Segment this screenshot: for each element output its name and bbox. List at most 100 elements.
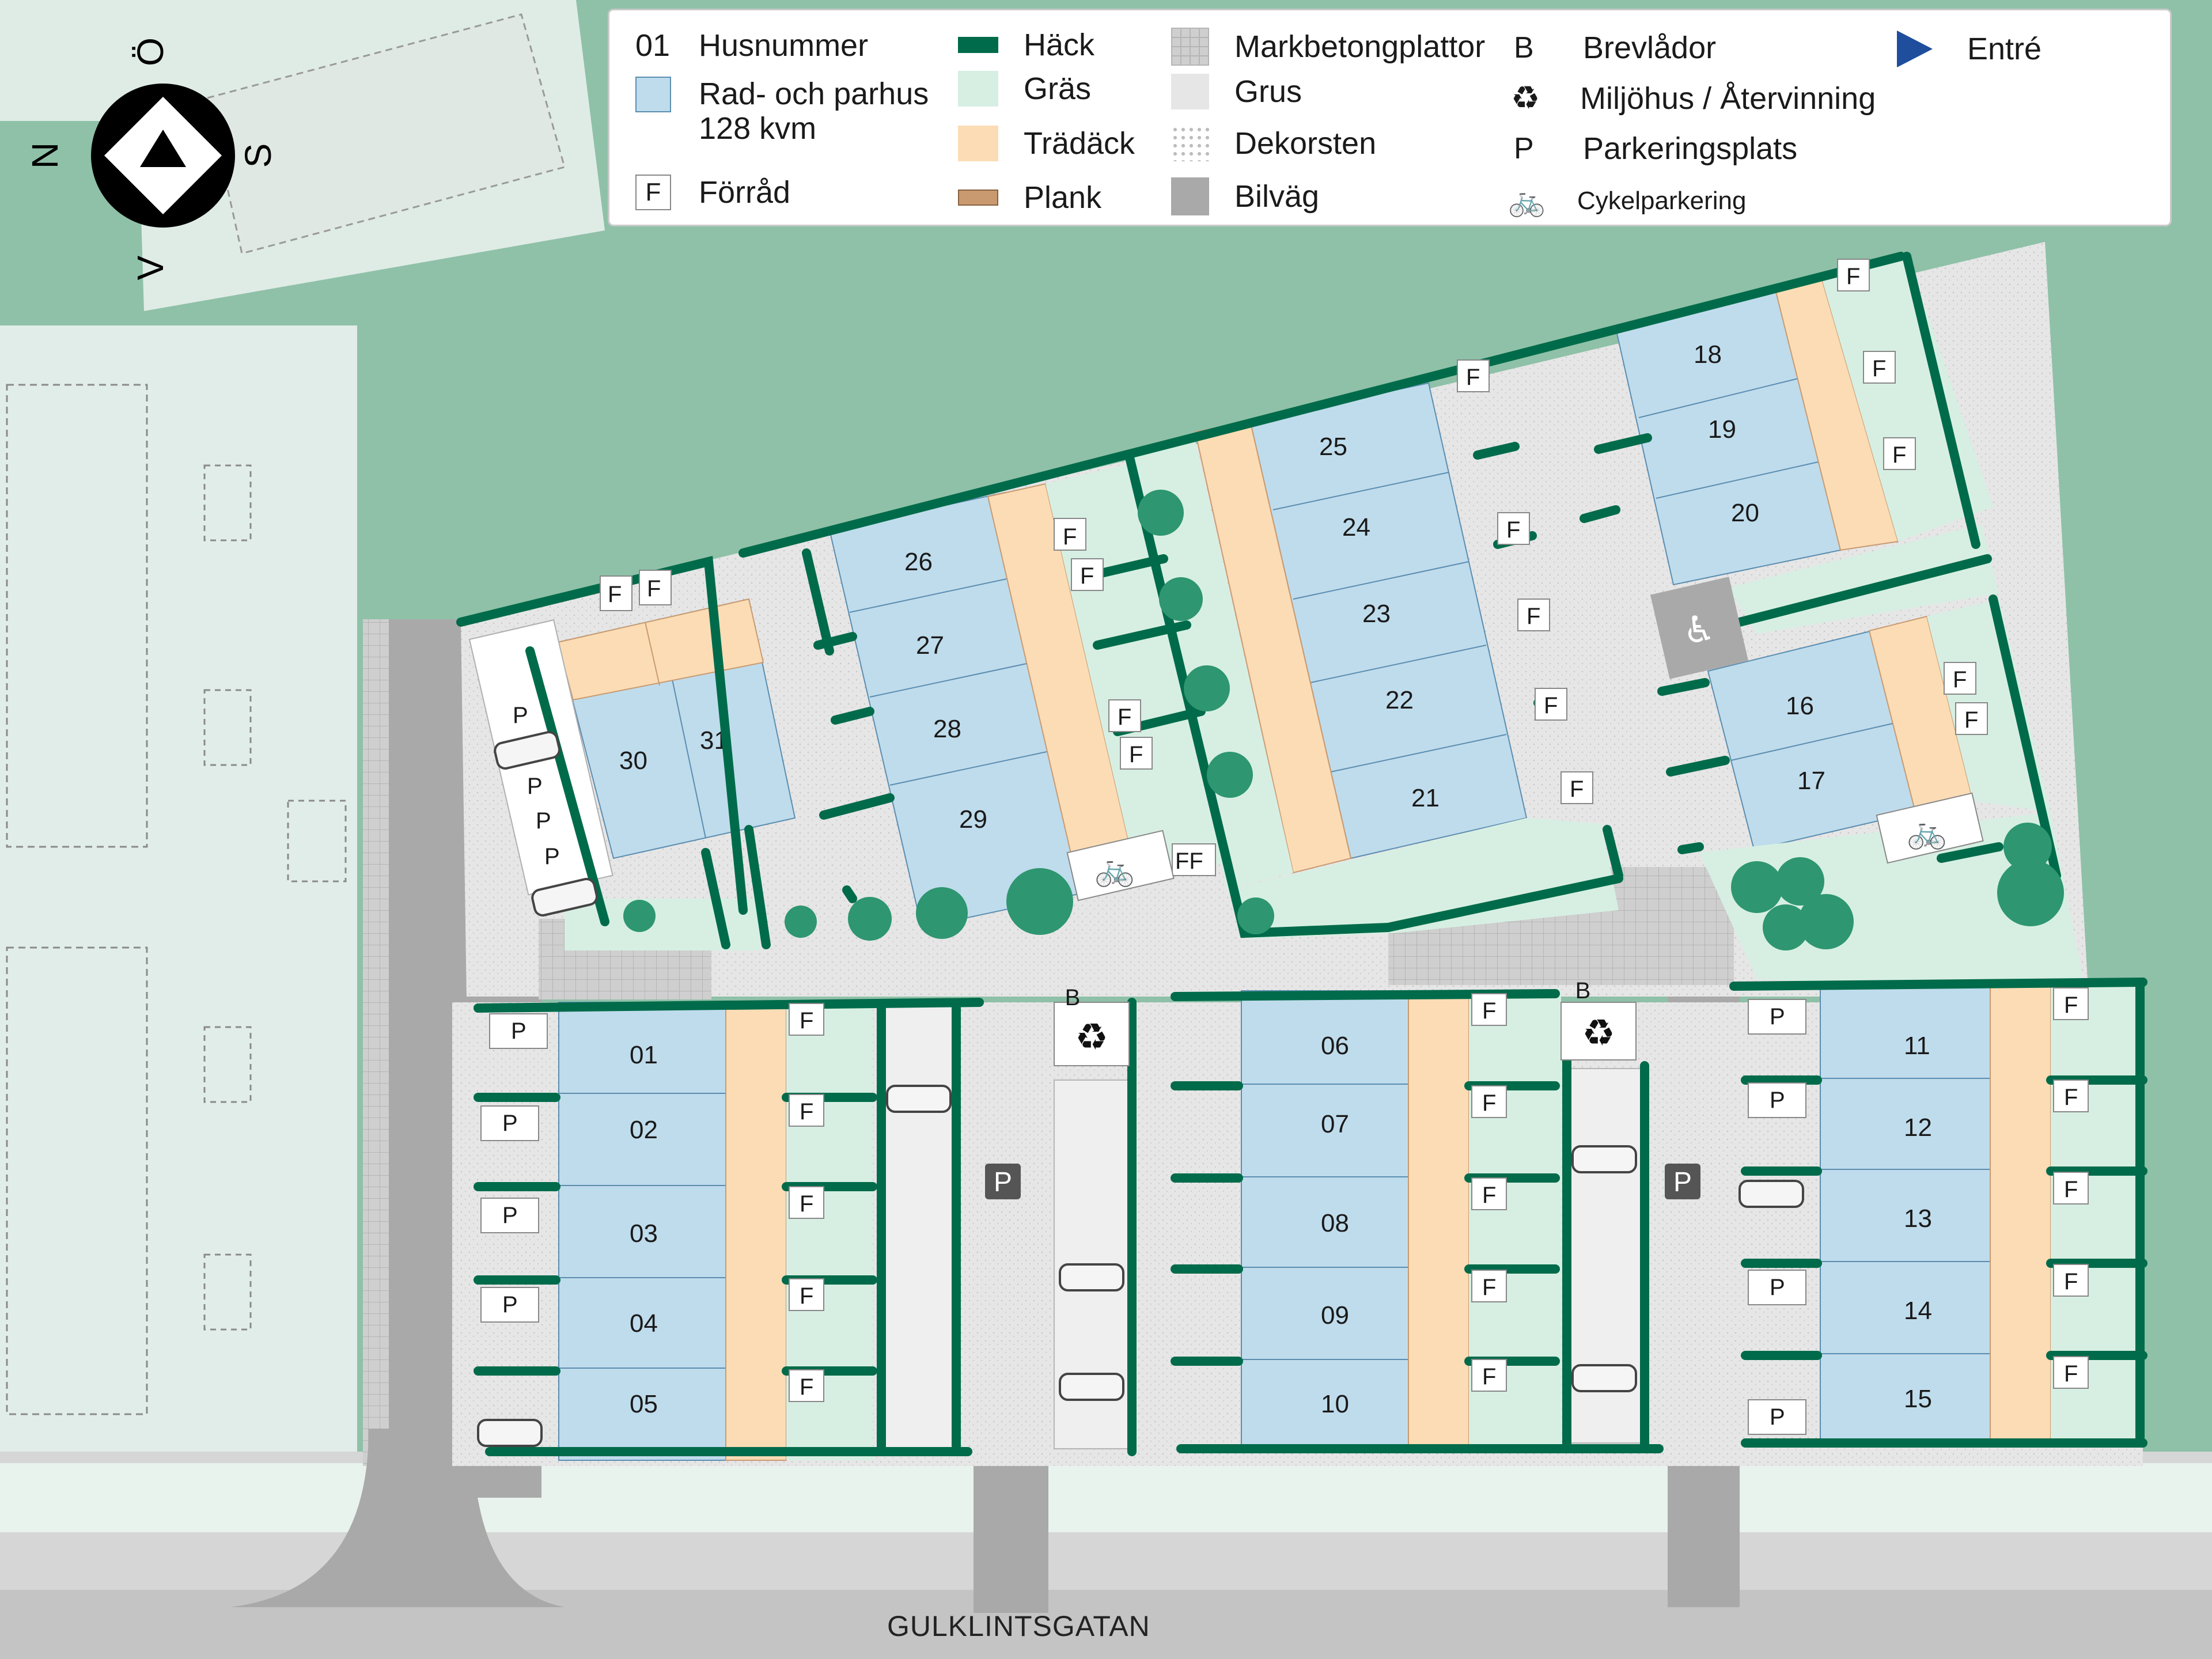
svg-text:F: F: [608, 582, 622, 607]
svg-text:F: F: [1482, 1275, 1496, 1300]
legend-tradack-label: Trädäck: [1024, 126, 1135, 161]
svg-text:🚲: 🚲: [1907, 813, 1947, 851]
legend-dekorsten-swatch: [1171, 126, 1209, 161]
svg-text:22: 22: [1385, 686, 1414, 714]
svg-text:30: 30: [619, 747, 647, 775]
legend-dekorsten-label: Dekorsten: [1234, 126, 1377, 161]
svg-text:P: P: [994, 1167, 1012, 1198]
svg-text:S: S: [237, 143, 279, 168]
svg-text:F: F: [800, 1008, 813, 1033]
svg-text:FF: FF: [1175, 849, 1203, 874]
legend-brevlador-key: B: [1514, 31, 1534, 65]
legend-parkering: P Parkeringsplats: [1514, 131, 1797, 166]
legend-parkering-key: P: [1514, 132, 1534, 165]
legend-house-swatch: [635, 77, 671, 112]
svg-text:01: 01: [630, 1041, 658, 1069]
legend: 01 Husnummer Rad- och parhus 128 kvm F F…: [608, 9, 2172, 226]
svg-text:29: 29: [959, 805, 987, 834]
svg-text:07: 07: [1321, 1110, 1349, 1138]
svg-text:P: P: [527, 774, 543, 799]
svg-text:F: F: [1506, 517, 1520, 543]
svg-text:F: F: [800, 1191, 813, 1217]
street-name: GULKLINTSGATAN: [887, 1610, 1150, 1642]
svg-text:F: F: [800, 1283, 813, 1309]
legend-markbetong-swatch: [1171, 28, 1209, 66]
legend-forrad-label: Förråd: [699, 175, 791, 210]
svg-text:20: 20: [1731, 499, 1759, 527]
svg-text:P: P: [511, 1018, 527, 1044]
svg-text:02: 02: [630, 1116, 658, 1144]
svg-text:P: P: [513, 703, 528, 728]
svg-text:F: F: [1482, 1364, 1496, 1389]
row-c-houses: 11 12 13 14 15: [1820, 984, 2143, 1446]
svg-text:16: 16: [1786, 692, 1814, 720]
legend-miljohus-label: Miljöhus / Återvinning: [1580, 81, 1876, 116]
svg-text:P: P: [1770, 1275, 1785, 1300]
svg-text:10: 10: [1321, 1390, 1349, 1418]
svg-text:B: B: [1065, 985, 1081, 1010]
row-a-houses: 01 02 03 04 05: [558, 1002, 873, 1461]
entrance-arrow-icon: [1897, 31, 1933, 67]
recycle-icon: ♻: [1511, 79, 1540, 117]
parked-cars: [477, 730, 1804, 1447]
legend-plank: Plank: [958, 180, 1101, 215]
svg-text:F: F: [2064, 1177, 2078, 1202]
svg-text:F: F: [1129, 742, 1143, 767]
trees: [623, 490, 2064, 950]
bike-parking: 🚲 🚲: [1066, 792, 1984, 902]
legend-plank-label: Plank: [1024, 180, 1102, 215]
legend-markbetong: Markbetongplattor: [1171, 28, 1485, 66]
legend-gras-label: Gräs: [1024, 71, 1092, 106]
svg-text:♿: ♿: [1683, 609, 1715, 652]
svg-text:F: F: [1063, 524, 1077, 550]
legend-bilvag-label: Bilväg: [1234, 179, 1320, 214]
row-b-houses: 06 07 08 09 10: [1241, 990, 1561, 1452]
legend-gras-swatch: [958, 71, 998, 107]
svg-text:15: 15: [1904, 1385, 1932, 1413]
svg-text:P: P: [502, 1203, 518, 1228]
legend-brevlador: B Brevlådor: [1514, 31, 1716, 65]
svg-text:F: F: [1482, 998, 1496, 1024]
svg-text:F: F: [1872, 356, 1886, 381]
svg-text:14: 14: [1904, 1297, 1932, 1325]
svg-text:26: 26: [904, 548, 933, 576]
legend-cykel: 🚲 Cykelparkering: [1508, 183, 1746, 218]
svg-text:27: 27: [916, 631, 944, 660]
svg-text:F: F: [1570, 777, 1584, 802]
legend-tradack: Trädäck: [958, 126, 1135, 161]
svg-text:F: F: [1118, 704, 1131, 730]
svg-text:05: 05: [630, 1390, 658, 1418]
svg-text:03: 03: [630, 1219, 658, 1248]
legend-grus-swatch: [1171, 74, 1209, 109]
svg-text:P: P: [536, 808, 551, 834]
svg-text:F: F: [647, 576, 661, 601]
svg-text:11: 11: [1904, 1032, 1930, 1060]
svg-text:F: F: [2064, 993, 2078, 1018]
legend-bilvag-swatch: [1171, 177, 1209, 215]
svg-text:25: 25: [1319, 433, 1347, 461]
legend-gras: Gräs: [958, 71, 1091, 107]
svg-text:P: P: [1770, 1404, 1785, 1430]
legend-husnummer-key: 01: [635, 28, 671, 63]
legend-cykel-label: Cykelparkering: [1577, 186, 1747, 215]
svg-text:21: 21: [1411, 784, 1440, 812]
svg-text:04: 04: [630, 1309, 658, 1338]
svg-text:24: 24: [1342, 513, 1370, 541]
svg-text:P: P: [1673, 1167, 1692, 1198]
svg-text:V: V: [130, 255, 171, 280]
svg-text:P: P: [1770, 1004, 1785, 1029]
svg-text:♻: ♻: [1075, 1016, 1108, 1059]
legend-forrad: F Förråd: [635, 175, 790, 210]
storage-units: F F F F F F FF F F F F F F F F F F F F F…: [600, 259, 2089, 1402]
svg-text:F: F: [800, 1099, 813, 1124]
svg-text:23: 23: [1362, 600, 1391, 628]
svg-text:F: F: [1080, 563, 1094, 589]
svg-text:06: 06: [1321, 1032, 1349, 1060]
legend-hack-label: Häck: [1024, 28, 1095, 62]
legend-entre-label: Entré: [1967, 32, 2042, 66]
legend-hack: Häck: [958, 28, 1094, 62]
svg-text:09: 09: [1321, 1301, 1349, 1330]
legend-grus-label: Grus: [1234, 74, 1302, 109]
svg-text:F: F: [1527, 604, 1540, 629]
